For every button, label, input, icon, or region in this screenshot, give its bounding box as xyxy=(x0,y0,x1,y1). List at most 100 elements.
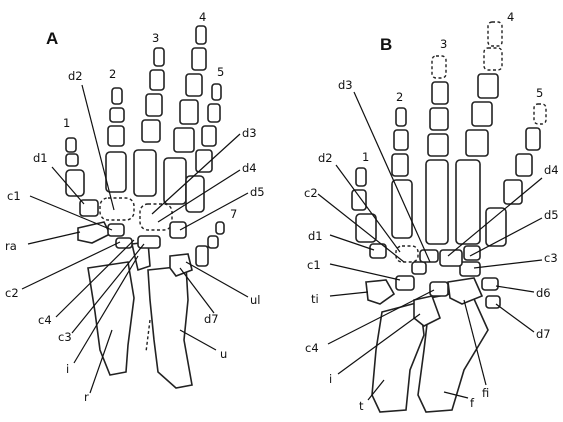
panel-a-digit-label-4: 4 xyxy=(199,10,206,24)
digit-2-metacarpal xyxy=(106,152,126,192)
distal-carpal-3 xyxy=(140,204,172,230)
central-3 xyxy=(460,262,480,276)
leader-b-ti xyxy=(330,292,368,296)
digit-3-phalanx-3 xyxy=(430,108,448,130)
digit-7-phalanx-1 xyxy=(216,222,224,234)
digit-4-phalanx-3 xyxy=(186,74,202,96)
digit-2-metatarsal xyxy=(392,180,412,238)
digit-1-phalanx-1 xyxy=(356,168,366,186)
central-1 xyxy=(108,224,124,236)
digit-4-phalanx-4 xyxy=(180,100,198,124)
digit-4-phalanx-4 xyxy=(472,102,492,126)
digit-5-phalanx-3 xyxy=(202,126,216,146)
panel-a-label-c2: c2 xyxy=(5,286,19,300)
panel-b-label-d4: d4 xyxy=(544,163,559,177)
panel-b-digit-label-2: 2 xyxy=(396,90,403,104)
digit-1-phalanx-2 xyxy=(352,190,366,210)
panel-b-pes: B 1 2 3 4 5 d3 d2 c2 d1 c1 ti c4 i t d4 … xyxy=(304,10,559,413)
panel-b-label-f: f xyxy=(470,396,475,410)
panel-b-label-d2: d2 xyxy=(318,151,333,165)
digit-1-phalanx-2 xyxy=(66,154,78,166)
digit-2-phalanx-2 xyxy=(394,130,408,150)
central-4 xyxy=(138,236,160,248)
panel-a-label-d5: d5 xyxy=(250,185,265,199)
panel-a-label-c3: c3 xyxy=(58,330,72,344)
digit-3-phalanx-4 xyxy=(142,120,160,142)
panel-a-label-i: i xyxy=(66,362,69,376)
distal-carpal-2 xyxy=(100,198,134,220)
leader-a-ul xyxy=(186,262,248,297)
digit-4-phalanx-1 xyxy=(196,26,206,44)
panel-b-label-c2: c2 xyxy=(304,186,318,200)
panel-a-label-c4: c4 xyxy=(38,313,52,327)
panel-a-label-d3: d3 xyxy=(242,126,257,140)
panel-b-label-ti: ti xyxy=(311,292,319,306)
panel-a-manus: A 1 2 3 4 5 7 d1 d2 d3 d4 d5 c1 ra c2 c4… xyxy=(5,10,265,404)
panel-b-label-d1: d1 xyxy=(308,229,323,243)
digit-3-metacarpal xyxy=(134,150,156,196)
radiale-bone xyxy=(78,222,110,243)
tibiale-bone xyxy=(366,280,394,304)
digit-3-metatarsal xyxy=(426,160,448,244)
digit-2-phalanx-1 xyxy=(112,88,122,104)
central-2 xyxy=(412,262,426,274)
digit-3-phalanx-1 xyxy=(432,56,446,78)
digit-4-phalanx-5 xyxy=(174,128,194,152)
digit-3-phalanx-2 xyxy=(432,82,448,104)
digit-7-metacarpal xyxy=(196,246,208,266)
radius-groove xyxy=(146,320,150,352)
tarsal-d7 xyxy=(486,296,500,308)
digit-5-phalanx-2 xyxy=(526,128,540,150)
leader-a-ra xyxy=(28,232,80,244)
digit-1-metacarpal xyxy=(66,170,84,196)
panel-b-digit-label-5: 5 xyxy=(536,86,543,100)
digit-4-metacarpal xyxy=(164,158,186,204)
panel-a-label-ul: ul xyxy=(250,293,260,307)
panel-a-digit-label-2: 2 xyxy=(109,67,116,81)
central-1 xyxy=(396,276,414,290)
panel-b-digit-label-1: 1 xyxy=(362,150,369,164)
panel-b-label-c1: c1 xyxy=(307,258,321,272)
panel-b-label-t: t xyxy=(359,399,364,413)
panel-b-label-d7: d7 xyxy=(536,327,551,341)
panel-a-label-c1: c1 xyxy=(7,189,21,203)
panel-a-digit-label-1: 1 xyxy=(63,116,70,130)
panel-a-digit-label-5: 5 xyxy=(217,65,224,79)
panel-b-label-d5: d5 xyxy=(544,208,559,222)
panel-a-label-d7: d7 xyxy=(204,312,219,326)
panel-b-digit-label-3: 3 xyxy=(440,37,447,51)
digit-5-phalanx-3 xyxy=(516,154,532,176)
panel-b-label-d6: d6 xyxy=(536,286,551,300)
leader-b-c3 xyxy=(474,260,542,268)
leader-b-d6 xyxy=(496,286,534,292)
central-4 xyxy=(430,282,448,296)
panel-a-label-r: r xyxy=(84,390,89,404)
leader-a-d2 xyxy=(82,85,114,210)
panel-b-label-d3: d3 xyxy=(338,78,353,92)
leader-b-d7 xyxy=(496,304,534,332)
ulnare-bone xyxy=(170,254,192,276)
digit-2-phalanx-1 xyxy=(396,108,406,126)
panel-b-label-c4: c4 xyxy=(305,341,319,355)
digit-5-metatarsal xyxy=(486,208,506,246)
tarsal-d6 xyxy=(482,278,498,290)
panel-a-digit-label-7: 7 xyxy=(230,207,237,221)
panel-b-letter: B xyxy=(380,35,392,54)
distal-carpal-5 xyxy=(170,222,186,238)
leader-b-c1 xyxy=(330,264,400,280)
digit-4-phalanx-5 xyxy=(466,130,488,156)
panel-b-label-c3: c3 xyxy=(544,251,558,265)
digit-1-phalanx-1 xyxy=(66,138,76,152)
digit-7-phalanx-2 xyxy=(208,236,218,248)
panel-a-letter: A xyxy=(46,29,58,48)
distal-tarsal-2 xyxy=(396,246,418,262)
digit-5-phalanx-1 xyxy=(534,104,546,124)
digit-3-phalanx-2 xyxy=(150,70,164,90)
digit-4-phalanx-2 xyxy=(192,48,206,70)
ulna-bone xyxy=(148,266,192,388)
panel-b-label-fi: fi xyxy=(482,386,489,400)
panel-b-label-i: i xyxy=(329,372,332,386)
digit-4-phalanx-1 xyxy=(488,22,502,46)
digit-5-phalanx-4 xyxy=(504,180,522,204)
